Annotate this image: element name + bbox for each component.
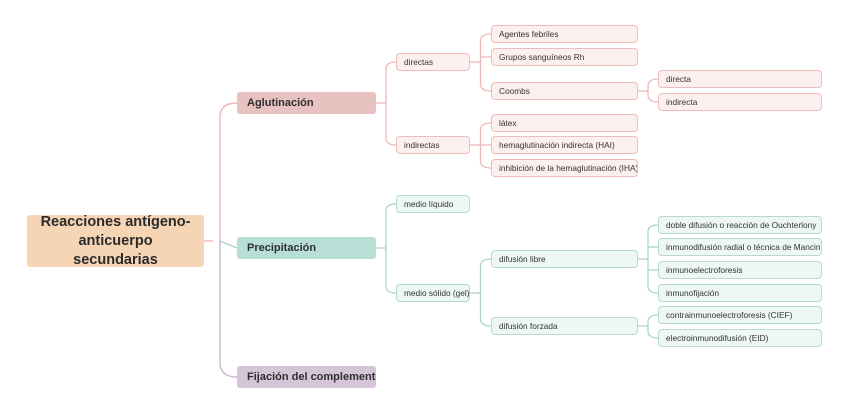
node-grupos-sanguineos-label: Grupos sanguíneos Rh bbox=[499, 52, 585, 62]
node-difusion-forzada: difusión forzada bbox=[491, 317, 638, 335]
node-difusion-libre-label: difusión libre bbox=[499, 254, 546, 264]
node-eid-label: electroinmunodifusión (EID) bbox=[666, 333, 769, 343]
precipitacion-connector bbox=[376, 203, 397, 294]
node-latex-label: látex bbox=[499, 118, 517, 128]
node-coombs: Coombs bbox=[491, 82, 638, 100]
difusion-libre-connector bbox=[638, 224, 659, 294]
node-agentes-febriles: Agentes febriles bbox=[491, 25, 638, 43]
node-difusion-forzada-label: difusión forzada bbox=[499, 321, 558, 331]
directas-connector bbox=[470, 33, 492, 92]
node-inmunoelectroforesis-label: inmunoelectroforesis bbox=[666, 265, 743, 275]
node-latex: látex bbox=[491, 114, 638, 132]
indirectas-connector bbox=[470, 122, 492, 169]
branch-fijacion-label: Fijación del complemento bbox=[247, 371, 376, 383]
difusion-forzada-connector bbox=[638, 314, 659, 339]
node-medio-liquido: medio líquido bbox=[396, 195, 470, 213]
node-mancini: inmunodifusión radial o técnica de Manci… bbox=[658, 238, 822, 256]
node-eid: electroinmunodifusión (EID) bbox=[658, 329, 822, 347]
aglutinacion-connector bbox=[376, 61, 397, 146]
branch-fijacion-complemento: Fijación del complemento bbox=[237, 366, 376, 388]
node-iha: inhibición de la hemaglutinación (IHA) bbox=[491, 159, 638, 177]
node-medio-solido: medio sólido (gel) bbox=[396, 284, 470, 302]
root-node: Reacciones antígeno-anticuerpo secundari… bbox=[27, 215, 204, 267]
coombs-connector bbox=[638, 78, 659, 103]
node-grupos-sanguineos: Grupos sanguíneos Rh bbox=[491, 48, 638, 66]
node-coombs-directa-label: directa bbox=[666, 74, 691, 84]
node-inmunoelectroforesis: inmunoelectroforesis bbox=[658, 261, 822, 279]
node-directas-label: directas bbox=[404, 57, 434, 67]
node-inmunofijacion-label: inmunofijación bbox=[666, 288, 720, 298]
medio-solido-connector bbox=[470, 258, 492, 327]
node-ouchterlony: doble difusión o reacción de Ouchterlony bbox=[658, 216, 822, 234]
node-agentes-febriles-label: Agentes febriles bbox=[499, 29, 559, 39]
branch-aglutinacion-label: Aglutinación bbox=[247, 97, 314, 109]
node-cief: contrainmunoelectroforesis (CIEF) bbox=[658, 306, 822, 324]
node-coombs-indirecta-label: indirecta bbox=[666, 97, 698, 107]
root-label: Reacciones antígeno-anticuerpo secundari… bbox=[40, 215, 191, 267]
node-ouchterlony-label: doble difusión o reacción de Ouchterlony bbox=[666, 220, 817, 230]
node-coombs-indirecta: indirecta bbox=[658, 93, 822, 111]
node-indirectas: indirectas bbox=[396, 136, 470, 154]
node-iha-label: inhibición de la hemaglutinación (IHA) bbox=[499, 163, 638, 173]
node-medio-solido-label: medio sólido (gel) bbox=[404, 288, 470, 298]
node-hai: hemaglutinación indirecta (HAI) bbox=[491, 136, 638, 154]
node-indirectas-label: indirectas bbox=[404, 140, 440, 150]
node-medio-liquido-label: medio líquido bbox=[404, 199, 454, 209]
node-cief-label: contrainmunoelectroforesis (CIEF) bbox=[666, 310, 793, 320]
branch-aglutinacion: Aglutinación bbox=[237, 92, 376, 114]
node-hai-label: hemaglutinación indirecta (HAI) bbox=[499, 140, 615, 150]
node-inmunofijacion: inmunofijación bbox=[658, 284, 822, 302]
root-connector bbox=[204, 102, 238, 378]
branch-precipitacion: Precipitación bbox=[237, 237, 376, 259]
node-mancini-label: inmunodifusión radial o técnica de Manci… bbox=[666, 242, 822, 252]
node-directas: directas bbox=[396, 53, 470, 71]
node-difusion-libre: difusión libre bbox=[491, 250, 638, 268]
node-coombs-directa: directa bbox=[658, 70, 822, 88]
node-coombs-label: Coombs bbox=[499, 86, 530, 96]
branch-precipitacion-label: Precipitación bbox=[247, 242, 317, 254]
